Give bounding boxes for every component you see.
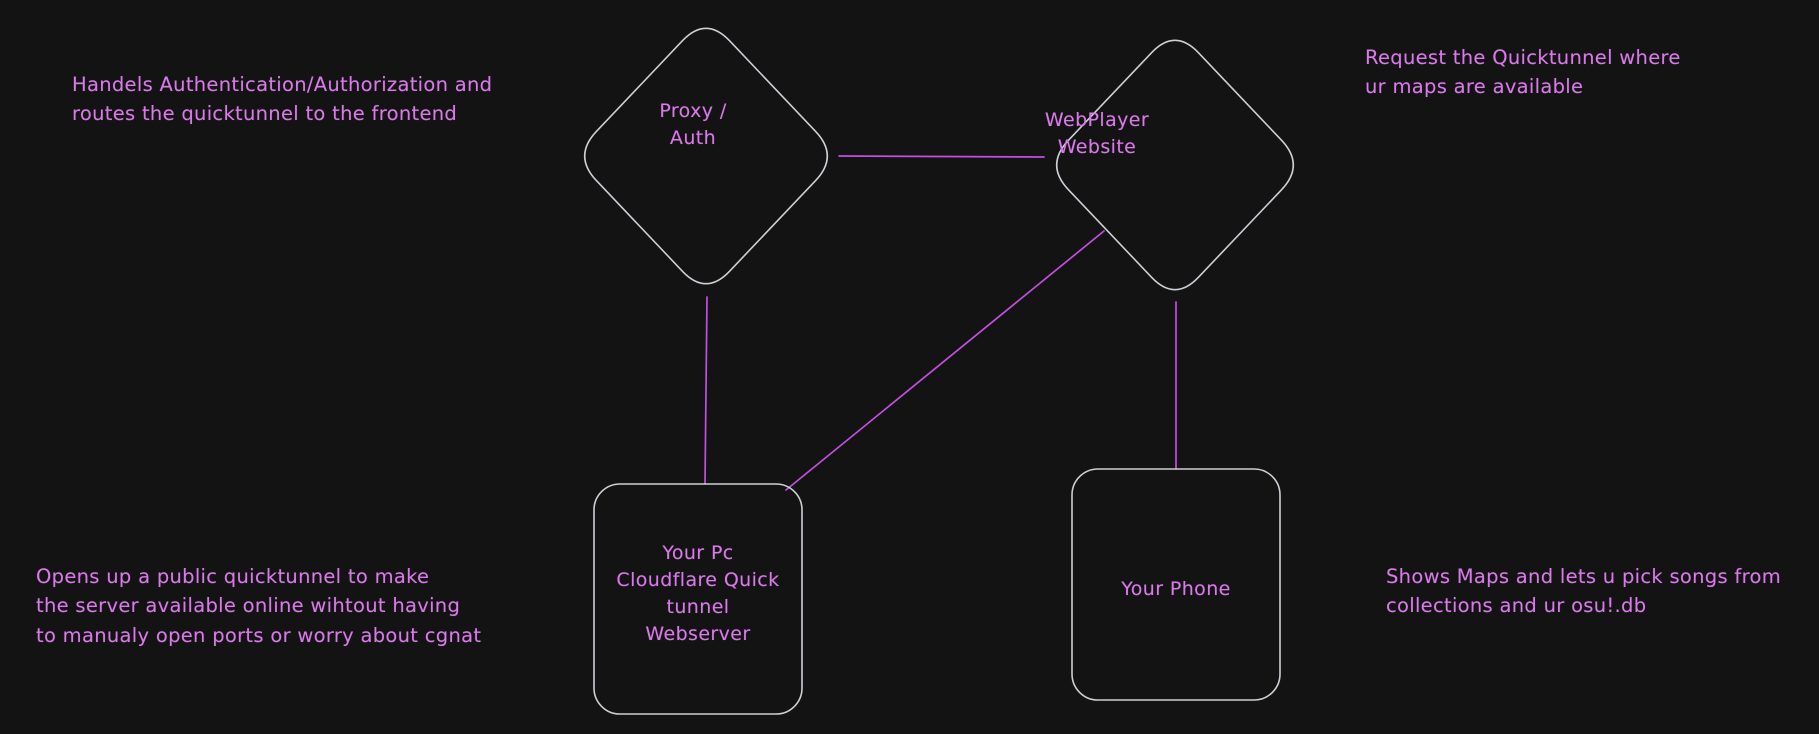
node-shape-your-phone[interactable]	[1071, 468, 1281, 701]
connector-proxy-auth-to-your-pc	[704, 296, 708, 485]
node-shape-layer	[583, 27, 1295, 715]
node-shape-webplayer-website[interactable]	[1055, 39, 1295, 291]
annotation-proxy-auth: Handels Authentication/Authorization and…	[72, 73, 493, 126]
connector-webplayer-to-your-pc	[785, 230, 1105, 491]
annotation-your-pc: Opens up a public quicktunnel to make th…	[36, 565, 482, 647]
annotation-your-phone: Shows Maps and lets u pick songs from co…	[1386, 565, 1782, 618]
node-shape-proxy-auth[interactable]	[583, 27, 829, 285]
node-shape-your-pc[interactable]	[593, 483, 803, 715]
connector-layer	[704, 155, 1177, 491]
connector-proxy-auth-to-webplayer	[838, 155, 1045, 158]
annotation-webplayer-website: Request the Quicktunnel where ur maps ar…	[1365, 46, 1681, 99]
